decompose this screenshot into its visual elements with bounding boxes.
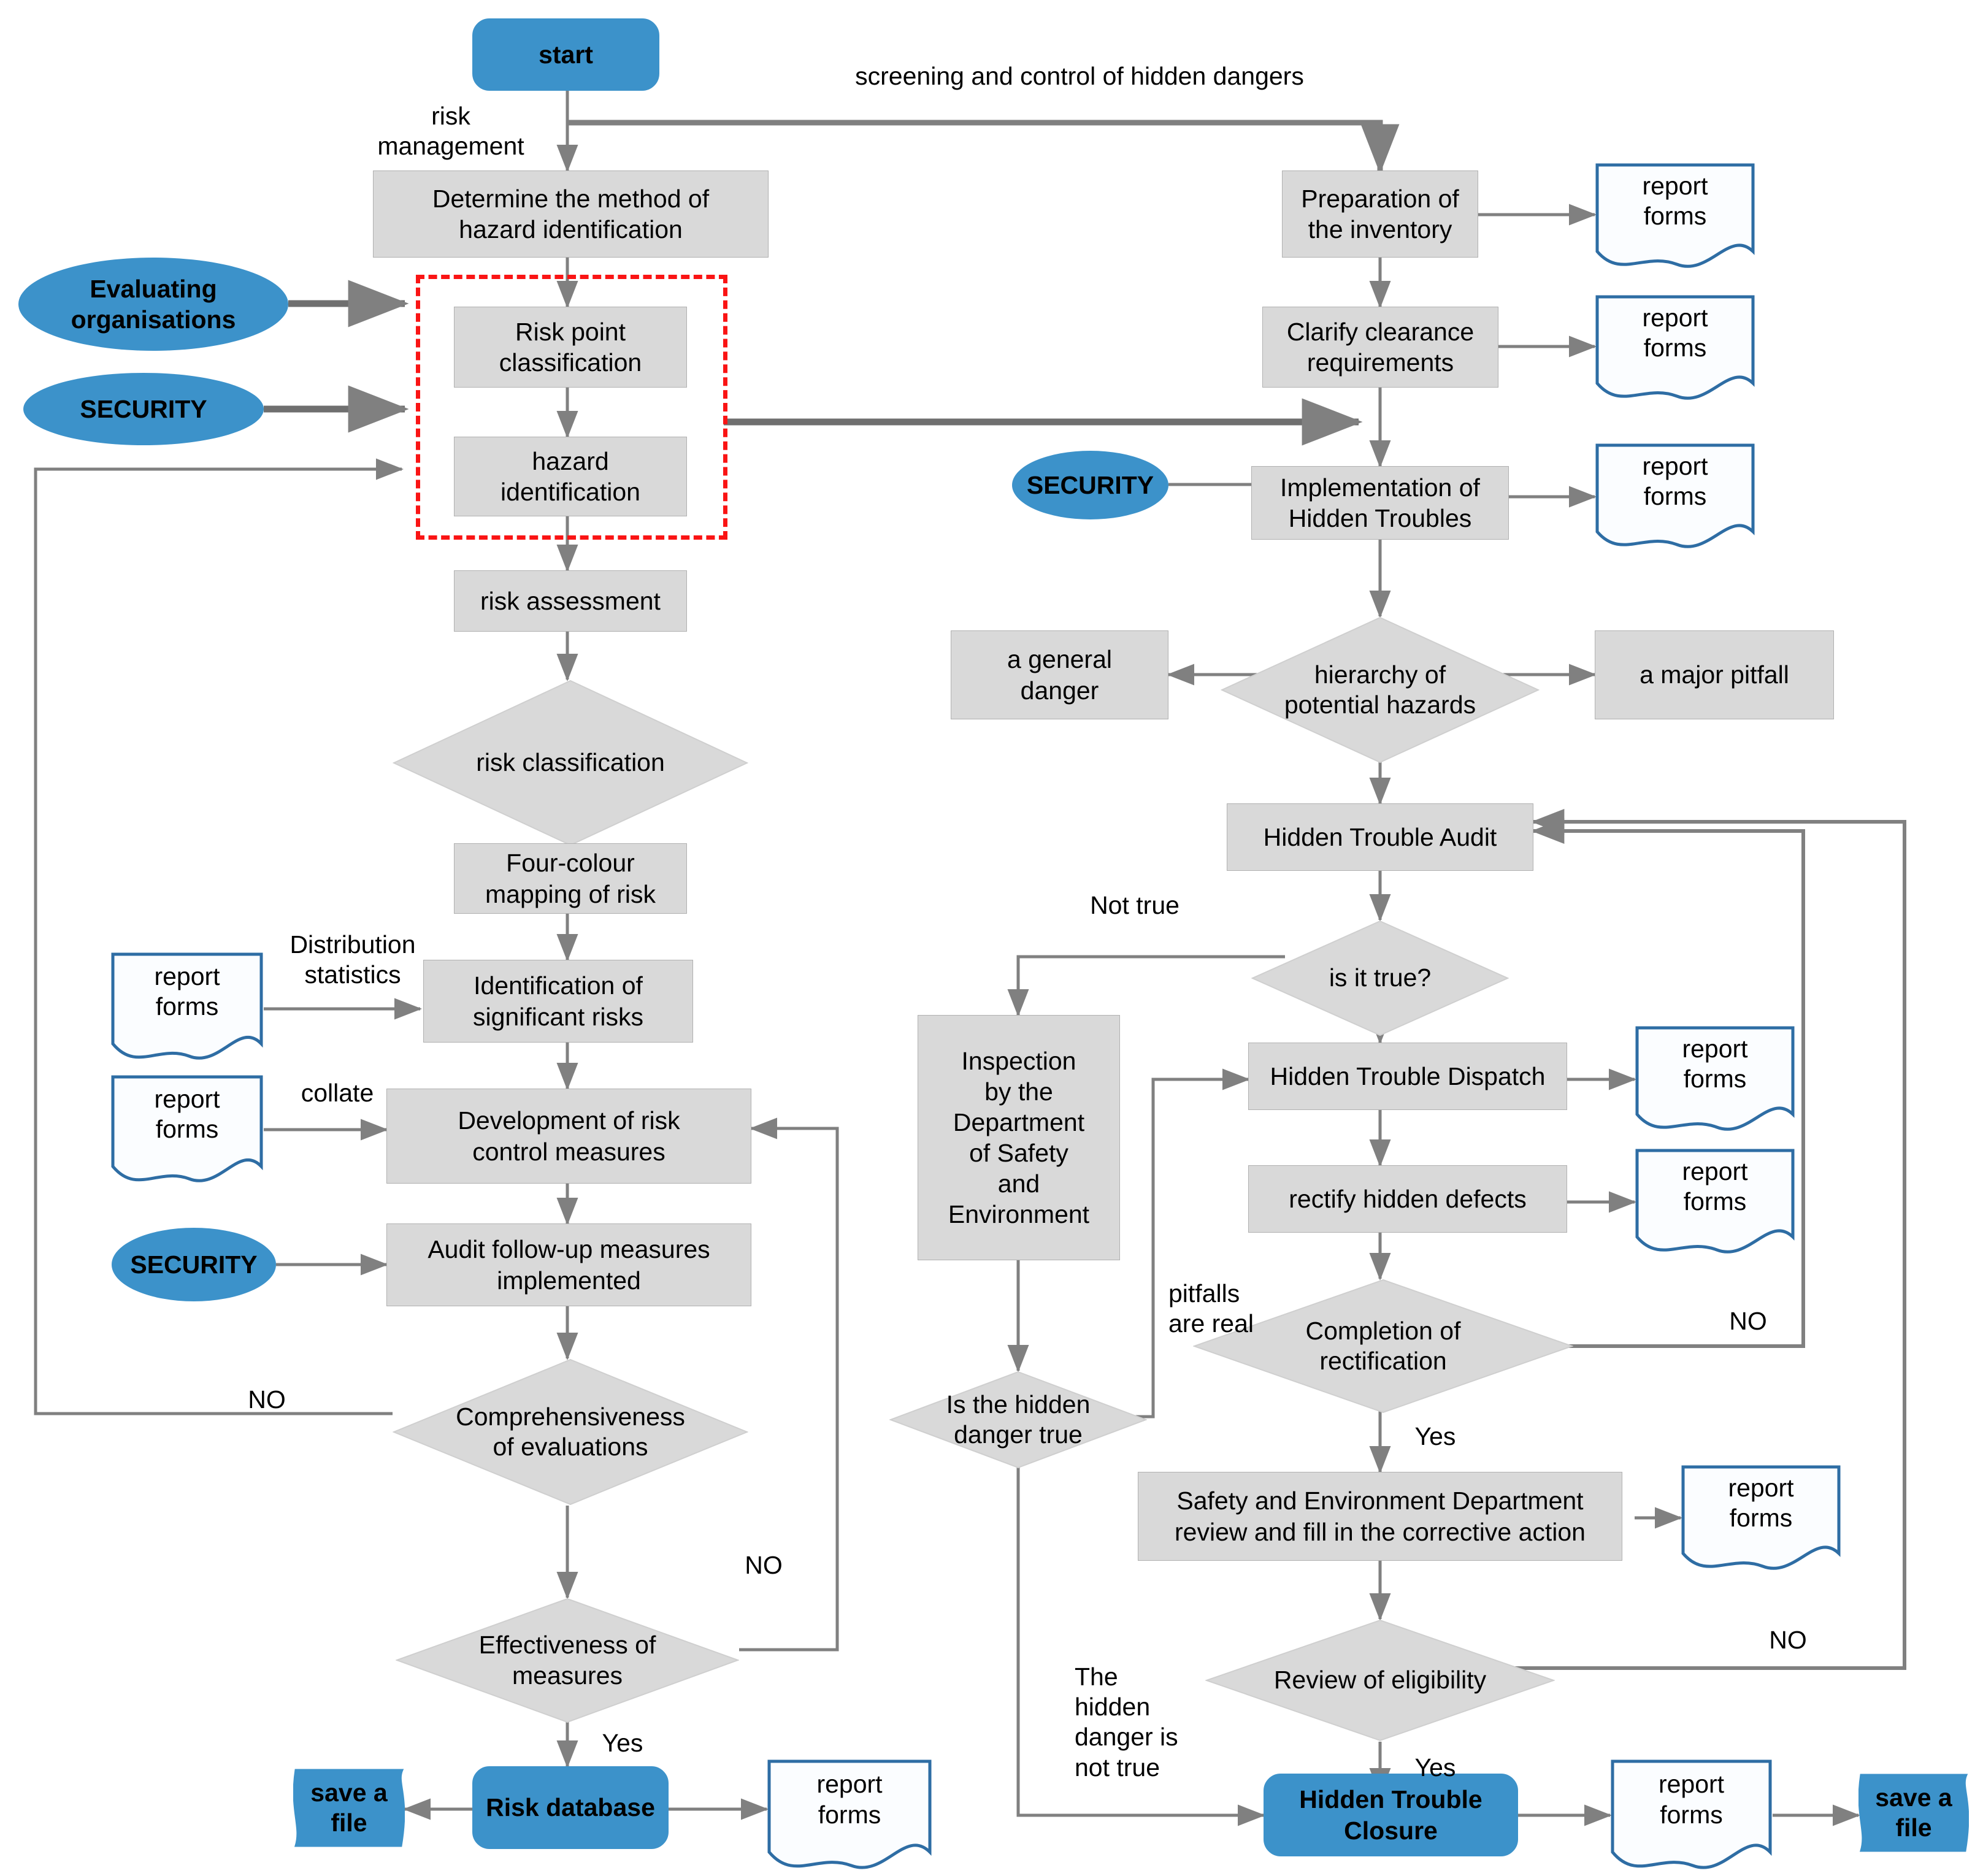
node-save-a-file-right[interactable]: save a file (1858, 1772, 1969, 1853)
node-comprehensiveness-of-evaluations[interactable]: Comprehensiveness of evaluations (393, 1358, 748, 1506)
doc-report-forms-clarify-label: report forms (1642, 303, 1708, 362)
node-risk-database[interactable]: Risk database (472, 1766, 669, 1849)
doc-report-forms-rectify-label: report forms (1682, 1157, 1748, 1216)
node-hidden-trouble-audit[interactable]: Hidden Trouble Audit (1227, 803, 1533, 871)
edge-label-risk-management: risk management (377, 102, 524, 161)
node-four-colour-mapping[interactable]: Four-colour mapping of risk (454, 843, 687, 914)
edge-label-not-true: Not true (1090, 891, 1179, 919)
node-development-risk-control[interactable]: Development of risk control measures (386, 1089, 751, 1184)
node-evaluating-organisations[interactable]: Evaluating organisations (18, 258, 288, 351)
doc-report-forms-preparation-label: report forms (1642, 171, 1708, 230)
doc-report-forms-dispatch[interactable]: report forms (1635, 1025, 1795, 1133)
node-save-a-file-left-label: save a file (310, 1778, 388, 1837)
node-is-it-true-label: is it true? (1329, 963, 1432, 992)
edge-label-collate: collate (301, 1079, 374, 1107)
node-a-general-danger[interactable]: a general danger (951, 630, 1168, 719)
node-review-of-eligibility[interactable]: Review of eligibility (1205, 1619, 1555, 1742)
node-security-3[interactable]: SECURITY (1012, 451, 1168, 519)
node-determine-method[interactable]: Determine the method of hazard identific… (373, 170, 769, 258)
node-review-eligibility-label: Review of eligibility (1273, 1666, 1487, 1694)
doc-report-forms-distribution[interactable]: report forms (110, 952, 264, 1062)
doc-report-forms-risk-database-label: report forms (816, 1770, 883, 1829)
edge-label-yes-completion: Yes (1414, 1422, 1456, 1450)
doc-report-forms-closure-label: report forms (1658, 1770, 1725, 1829)
node-hidden-trouble-dispatch[interactable]: Hidden Trouble Dispatch (1248, 1043, 1567, 1110)
doc-report-forms-preparation[interactable]: report forms (1595, 163, 1755, 270)
hazard-identification-highlight-region (416, 275, 727, 540)
doc-report-forms-distribution-label: report forms (154, 962, 220, 1020)
edge-label-distribution-statistics: Distribution statistics (290, 930, 416, 989)
doc-report-forms-rectify[interactable]: report forms (1635, 1148, 1795, 1255)
doc-report-forms-dispatch-label: report forms (1682, 1034, 1748, 1093)
node-clarify-clearance-requirements[interactable]: Clarify clearance requirements (1262, 307, 1498, 388)
node-identification-significant-risks[interactable]: Identification of significant risks (423, 960, 693, 1043)
node-is-the-hidden-danger-true[interactable]: Is the hidden danger true (889, 1371, 1147, 1469)
edge-label-yes-effectiveness: Yes (602, 1729, 643, 1757)
edge-label-no-effectiveness: NO (745, 1551, 783, 1579)
node-comprehensiveness-label: Comprehensiveness of evaluations (456, 1402, 685, 1461)
node-is-hidden-danger-true-label: Is the hidden danger true (946, 1390, 1091, 1449)
node-hierarchy-potential-hazards[interactable]: hierarchy of potential hazards (1221, 616, 1540, 764)
node-risk-classification-label: risk classification (476, 748, 665, 777)
edge-label-pitfalls-are-real: pitfalls are real (1168, 1279, 1254, 1338)
node-safety-environment-review[interactable]: Safety and Environment Department review… (1138, 1472, 1622, 1561)
node-risk-classification[interactable]: risk classification (393, 680, 748, 846)
doc-report-forms-review[interactable]: report forms (1681, 1464, 1841, 1572)
node-implementation-hidden-troubles[interactable]: Implementation of Hidden Troubles (1251, 466, 1509, 540)
doc-report-forms-collate-label: report forms (154, 1084, 220, 1143)
node-hierarchy-label: hierarchy of potential hazards (1284, 660, 1476, 719)
doc-report-forms-risk-database[interactable]: report forms (767, 1759, 932, 1872)
node-security-1[interactable]: SECURITY (23, 373, 264, 445)
node-save-a-file-left[interactable]: save a file (293, 1767, 405, 1848)
edge-label-no-review: NO (1769, 1626, 1807, 1654)
doc-report-forms-collate[interactable]: report forms (110, 1074, 264, 1185)
node-hidden-trouble-closure[interactable]: Hidden Trouble Closure (1264, 1774, 1518, 1856)
doc-report-forms-closure[interactable]: report forms (1610, 1759, 1773, 1872)
node-inspection-department-safety-environment[interactable]: Inspection by the Department of Safety a… (918, 1015, 1120, 1260)
node-audit-follow-up[interactable]: Audit follow-up measures implemented (386, 1223, 751, 1306)
doc-report-forms-implementation[interactable]: report forms (1595, 443, 1755, 550)
node-completion-rectification-label: Completion of rectification (1305, 1316, 1461, 1375)
node-save-a-file-right-label: save a file (1875, 1783, 1952, 1842)
edge-label-screening-control: screening and control of hidden dangers (855, 62, 1304, 90)
doc-report-forms-review-label: report forms (1728, 1473, 1794, 1532)
node-effectiveness-of-measures[interactable]: Effectiveness of measures (396, 1598, 739, 1723)
doc-report-forms-clarify[interactable]: report forms (1595, 294, 1755, 402)
node-preparation-of-inventory[interactable]: Preparation of the inventory (1282, 170, 1478, 258)
edge-label-yes-review: Yes (1414, 1753, 1456, 1782)
edge-label-no-comprehensiveness: NO (248, 1385, 286, 1414)
node-security-2[interactable]: SECURITY (112, 1228, 276, 1301)
node-a-major-pitfall[interactable]: a major pitfall (1595, 630, 1834, 719)
node-completion-of-rectification[interactable]: Completion of rectification (1193, 1279, 1573, 1414)
node-start[interactable]: start (472, 18, 659, 91)
node-effectiveness-label: Effectiveness of measures (478, 1631, 656, 1690)
node-rectify-hidden-defects[interactable]: rectify hidden defects (1248, 1165, 1567, 1233)
node-risk-assessment[interactable]: risk assessment (454, 570, 687, 632)
node-is-it-true[interactable]: is it true? (1251, 920, 1509, 1036)
node-hazard-identification[interactable]: hazard identification (454, 437, 687, 516)
doc-report-forms-implementation-label: report forms (1642, 451, 1708, 510)
node-risk-point-classification[interactable]: Risk point classification (454, 307, 687, 388)
edge-label-hidden-danger-not-true: The hidden danger is not true (1075, 1663, 1178, 1782)
edge-label-no-completion: NO (1729, 1307, 1767, 1335)
